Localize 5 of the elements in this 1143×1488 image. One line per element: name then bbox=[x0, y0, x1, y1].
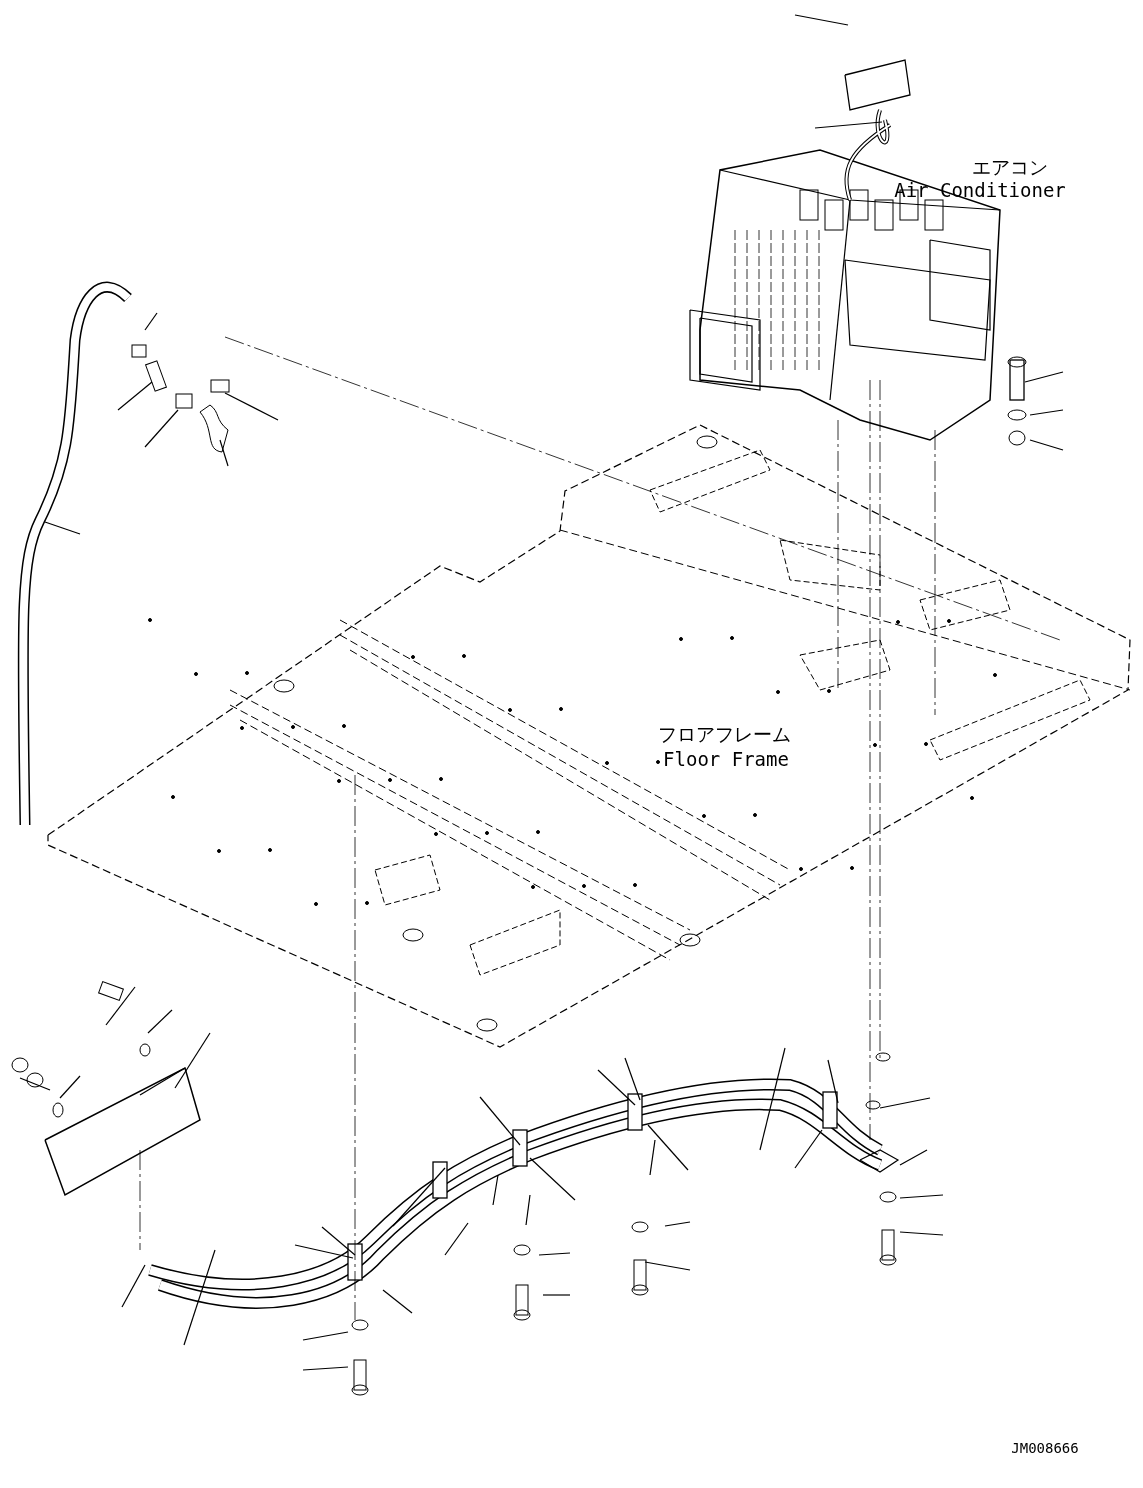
equipment-name: Air Conditioner bbox=[894, 181, 1066, 200]
equipment-name: エアコン bbox=[972, 158, 1048, 177]
part-name: フロアフレーム bbox=[657, 725, 791, 744]
part-name: Floor Frame bbox=[663, 750, 789, 769]
drawing-number: JM008666 bbox=[1011, 1441, 1079, 1455]
